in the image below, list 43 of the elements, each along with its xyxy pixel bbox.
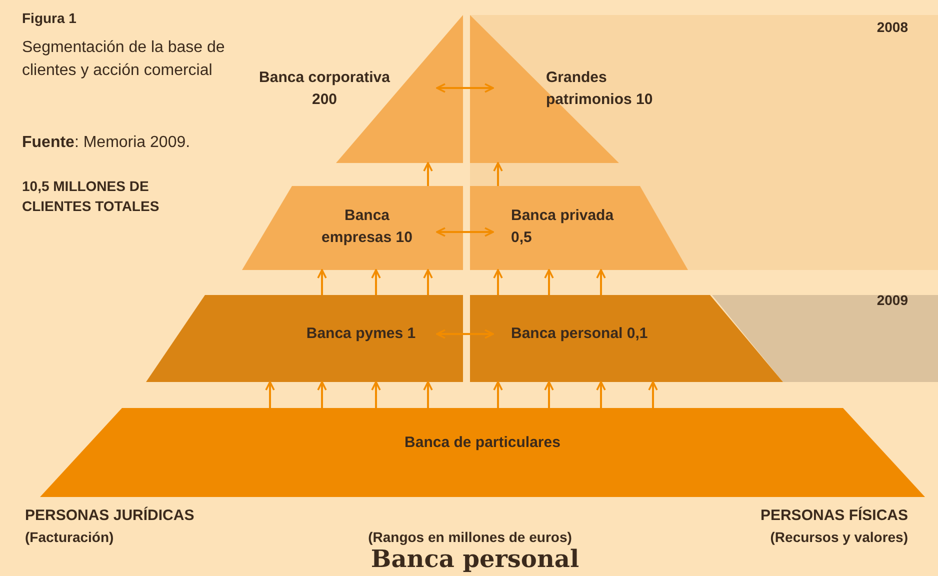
pyramid-segment [146, 295, 463, 382]
pyramid-segment [470, 295, 783, 382]
axis-label: PERSONAS JURÍDICAS [25, 506, 194, 526]
arrow [544, 269, 554, 295]
arrow [596, 381, 606, 408]
segment-label: Banca pymes 1 [305, 324, 417, 344]
arrow [648, 381, 658, 408]
arrow [493, 162, 503, 186]
arrow [423, 269, 433, 295]
arrow [371, 269, 381, 295]
arrow [436, 227, 494, 237]
segment-label: Banca corporativa 200 [258, 68, 391, 110]
pyramid-segment [470, 186, 688, 270]
arrow [317, 269, 327, 295]
source-note: Fuente: Memoria 2009. [22, 133, 190, 153]
arrow [493, 269, 503, 295]
arrow [423, 381, 433, 408]
arrow [436, 83, 494, 93]
segment-label: Banca empresas 10 [320, 206, 414, 248]
axis-note: (Facturación) [25, 528, 114, 547]
note: 10,5 MILLONES DE CLIENTES TOTALES [22, 177, 160, 216]
segment-label: Banca de particulares [404, 433, 562, 453]
year-label: 2009 [876, 291, 908, 310]
figure-caption: Segmentación de la base de clientes y acción comercial [22, 38, 226, 81]
segment-label: Banca personal 0,1 [511, 324, 649, 344]
arrow [371, 381, 381, 408]
segment-label: Banca privada 0,5 [511, 206, 615, 248]
arrow [317, 381, 327, 408]
footer-heading: Banca personal [370, 544, 580, 574]
arrow [596, 269, 606, 295]
arrow [265, 381, 275, 408]
units-note: (Rangos en millones de euros) [367, 528, 573, 547]
arrow [493, 381, 503, 408]
pyramid-segment [242, 186, 463, 270]
arrow [423, 162, 433, 186]
pyramid-segment [40, 408, 925, 497]
axis-note: (Recursos y valores) [770, 528, 908, 547]
arrow [436, 329, 494, 339]
year-label: 2008 [876, 18, 908, 37]
segment-label: Grandes patrimonios 10 [546, 68, 654, 110]
arrow [544, 381, 554, 408]
axis-label: PERSONAS FÍSICAS [760, 506, 908, 526]
figure-title: Figura 1 [22, 9, 76, 28]
